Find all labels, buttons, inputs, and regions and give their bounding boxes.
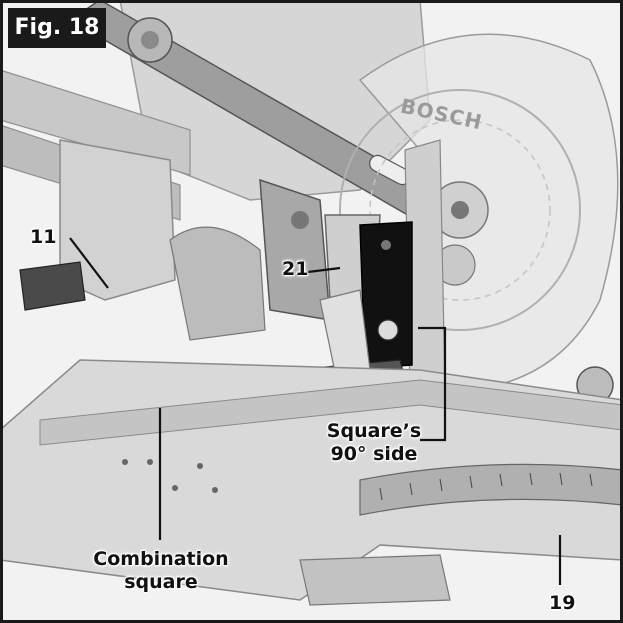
leader-21 (307, 266, 341, 274)
leader-11 (69, 237, 109, 289)
base-foot (299, 554, 451, 606)
bracket-bolt (291, 211, 309, 229)
callout-11: 11 (30, 226, 57, 248)
bevel-bracket (259, 178, 331, 321)
square-hole (381, 240, 391, 250)
square-side-line2: 90° side (330, 443, 418, 465)
figure-tag: Fig. 18 (8, 8, 106, 48)
blade-outline (339, 89, 581, 331)
square-knob (377, 319, 399, 341)
callout-21: 21 (282, 258, 309, 280)
table-front-edge (39, 379, 623, 446)
clamp-knob (19, 261, 86, 311)
callout-combination-square: Combination square (86, 548, 236, 594)
rear-pivot-center (141, 31, 159, 49)
leader-square-side (418, 326, 447, 442)
arbor-bolt (451, 201, 469, 219)
square-side-line1: Square’s (326, 420, 422, 442)
callout-square-side: Square’s 90° side (326, 420, 422, 466)
miter-scale (359, 463, 623, 516)
slide-rail-upper (0, 69, 191, 176)
base-holes (122, 459, 218, 493)
fence-column (59, 139, 176, 301)
callout-19: 19 (549, 592, 576, 614)
miter-scale-ticks (379, 472, 593, 501)
blade-teeth (369, 119, 551, 301)
leader-lines (69, 237, 562, 585)
combination-line2: square (124, 571, 198, 593)
gear-segment (169, 226, 266, 341)
combination-line1: Combination (93, 548, 229, 570)
